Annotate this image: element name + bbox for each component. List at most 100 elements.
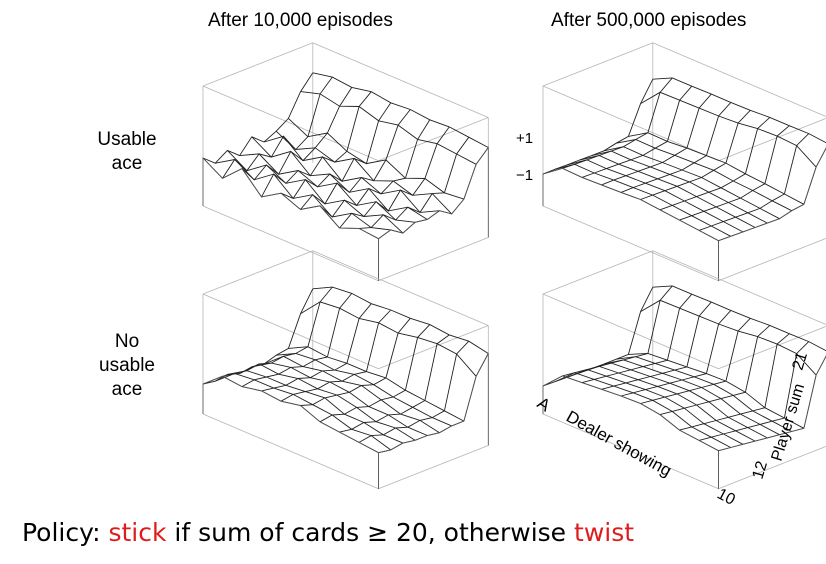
policy-caption: Policy: stick if sum of cards ≥ 20, othe… <box>22 518 634 547</box>
bounding-box-edge <box>542 85 719 162</box>
row-label-line: usable <box>99 355 155 376</box>
row-label-no-usable-ace: No usable ace <box>72 330 182 402</box>
surface-grid-line <box>263 355 440 434</box>
surface-plot-no-usable-ace-500000 <box>542 250 826 490</box>
surface-grid-line <box>251 136 428 220</box>
bounding-box-edge <box>378 325 489 370</box>
surface-grid-line <box>280 309 392 402</box>
bounding-box-edge <box>202 250 313 295</box>
surface-skirt-edge <box>542 167 719 281</box>
surface-plot-usable-ace-500000 <box>542 42 826 282</box>
surface-grid-line <box>640 299 817 376</box>
row-label-line: ace <box>111 379 143 400</box>
surface-grid-line <box>275 130 453 215</box>
surface-grid-line <box>288 118 465 200</box>
surface-grid-line <box>601 93 712 186</box>
bounding-box-edge <box>718 237 826 282</box>
surface-grid-line <box>591 150 768 224</box>
surface-skirt-edge <box>718 147 826 281</box>
bounding-box-edge <box>718 117 826 162</box>
bounding-box-edge <box>312 250 489 326</box>
bounding-box-edge <box>378 117 489 162</box>
surface-grid-line <box>567 159 744 233</box>
surface-skirt-edge <box>542 375 719 489</box>
surface-skirt-edge <box>202 157 379 281</box>
surface-grid-line <box>679 333 790 431</box>
surface-grid-line <box>263 135 440 213</box>
surface-grid-line <box>300 301 477 377</box>
surface-grid-line <box>358 136 470 229</box>
surface-grid-line <box>628 353 805 429</box>
surface-grid-line <box>339 334 450 433</box>
row-label-line: No <box>114 331 140 352</box>
surface-grid-line <box>659 325 771 416</box>
caption-prefix: Policy: <box>22 518 109 547</box>
surface-grid-line <box>659 117 771 211</box>
bounding-box-edge <box>542 413 719 490</box>
bounding-box-edge <box>202 413 379 490</box>
surface-grid-line <box>239 363 416 441</box>
z-axis-top-label: +1 <box>516 130 533 147</box>
surface-grid-line <box>227 370 404 444</box>
surface-grid-line <box>603 146 780 220</box>
surface-grid-line <box>652 77 826 144</box>
surface-grid-line <box>280 102 392 199</box>
dealer-axis-end-label: 10 <box>714 486 738 509</box>
surface-grid-line <box>300 91 477 165</box>
surface-grid-line <box>202 72 314 164</box>
surface-grid-line <box>319 324 431 423</box>
surface-skirt-edge <box>718 355 826 489</box>
surface-grid-line <box>312 72 489 148</box>
bounding-box-edge <box>378 445 489 490</box>
surface-grid-line <box>562 285 673 377</box>
surface-skirt-edge <box>378 146 489 281</box>
bounding-box-edge <box>718 325 826 370</box>
surface-grid-line <box>288 346 465 422</box>
surface-grid-line <box>628 132 805 205</box>
surface-grid-line <box>620 102 732 193</box>
surface-grid-line <box>581 85 693 178</box>
bounding-box-edge <box>652 250 826 325</box>
column-title-10000: After 10,000 episodes <box>208 10 393 31</box>
surface-grid-line <box>241 293 353 387</box>
surface-grid-line <box>616 139 792 212</box>
player-axis-title: Player sum <box>769 382 809 464</box>
surface-grid-line <box>241 87 353 181</box>
surface-grid-line <box>679 125 790 221</box>
surface-grid-line <box>319 119 431 218</box>
bounding-box-edge <box>378 237 489 282</box>
surface-grid-line <box>312 286 489 354</box>
surface-grid-line <box>222 76 333 179</box>
column-title-500000: After 500,000 episodes <box>551 10 747 31</box>
surface-grid-line <box>640 109 751 200</box>
surface-grid-line <box>261 303 372 392</box>
surface-grid-line <box>261 91 372 198</box>
caption-stick: stick <box>108 518 167 547</box>
surface-grid-line <box>603 359 780 436</box>
surface-grid-line <box>567 369 744 445</box>
surface-plot-usable-ace-10000 <box>202 42 489 282</box>
surface-grid-line <box>601 301 712 390</box>
surface-grid-line <box>698 133 810 231</box>
surface-grid-line <box>202 288 314 385</box>
bounding-box-edge <box>718 445 826 490</box>
surface-skirt-edge <box>202 375 379 489</box>
surface-grid-line <box>339 126 450 229</box>
surface-grid-line <box>620 310 732 397</box>
surface-grid-line <box>616 356 792 432</box>
surface-grid-line <box>698 341 810 441</box>
player-axis-end-label: 21 <box>790 350 811 372</box>
dealer-axis-title: Dealer showing <box>563 407 675 480</box>
surface-grid-line <box>640 91 817 168</box>
surface-grid-line <box>562 77 673 169</box>
caption-middle: if sum of cards ≥ 20, otherwise <box>166 518 575 547</box>
surface-grid-line <box>640 317 751 404</box>
surface-grid-line <box>555 372 731 448</box>
bounding-box-edge <box>542 250 653 295</box>
z-axis-bottom-label: −1 <box>516 167 533 184</box>
bounding-box-edge <box>202 85 379 162</box>
bounding-box-edge <box>652 42 826 117</box>
caption-twist: twist <box>574 518 635 547</box>
row-label-usable-ace: Usable ace <box>72 128 182 176</box>
